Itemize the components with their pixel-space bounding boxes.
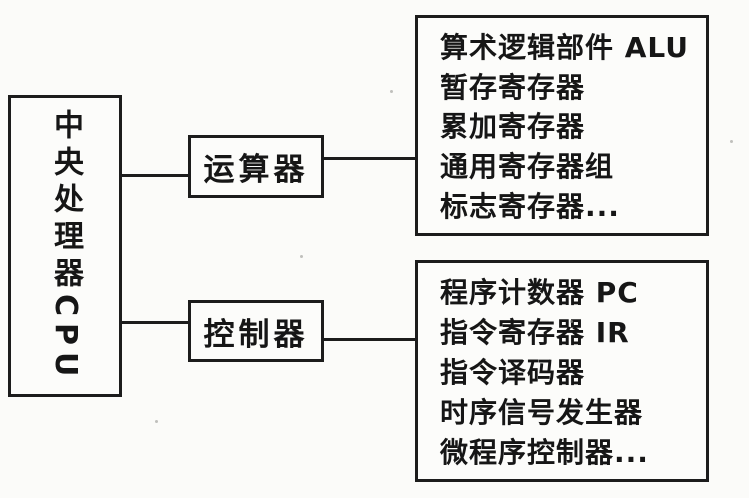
alu-unit-label: 运算器 [203, 152, 309, 188]
alu-components-box: 算术逻辑部件 ALU 暂存寄存器 累加寄存器 通用寄存器组 标志寄存器... [415, 15, 709, 236]
control-component-item: 微程序控制器... [440, 436, 649, 469]
control-unit-box: 控制器 [188, 300, 324, 362]
cpu-label-latin: CPU [48, 293, 83, 384]
connector-alu-unit-to-components [322, 157, 417, 160]
alu-component-item: 标志寄存器... [440, 190, 620, 224]
scan-noise-speck [390, 90, 393, 93]
connector-control-unit-to-components [322, 338, 417, 341]
alu-unit-box: 运算器 [188, 135, 324, 198]
alu-component-item: 累加寄存器 [440, 110, 586, 144]
connector-cpu-to-alu-unit [120, 174, 190, 177]
alu-component-item: 暂存寄存器 [440, 70, 586, 104]
alu-component-item: 算术逻辑部件 ALU [440, 30, 689, 64]
control-component-item: 指令寄存器 IR [440, 316, 630, 349]
scan-noise-speck [155, 420, 158, 423]
cpu-box-label: 中央处理器CPU [43, 109, 87, 383]
connector-cpu-to-control-unit [120, 321, 190, 324]
cpu-box: 中央处理器CPU [8, 95, 122, 397]
control-unit-label: 控制器 [203, 316, 309, 353]
control-components-box: 程序计数器 PC 指令寄存器 IR 指令译码器 时序信号发生器 微程序控制器..… [415, 260, 709, 482]
scan-noise-speck [300, 255, 303, 258]
alu-component-item: 通用寄存器组 [440, 150, 615, 184]
scan-noise-speck [730, 140, 733, 143]
control-component-item: 时序信号发生器 [440, 396, 644, 429]
cpu-label-cjk: 中央处理器 [48, 108, 83, 294]
control-component-item: 指令译码器 [440, 356, 586, 389]
scan-noise-speck [570, 320, 573, 323]
control-component-item: 程序计数器 PC [440, 276, 639, 309]
